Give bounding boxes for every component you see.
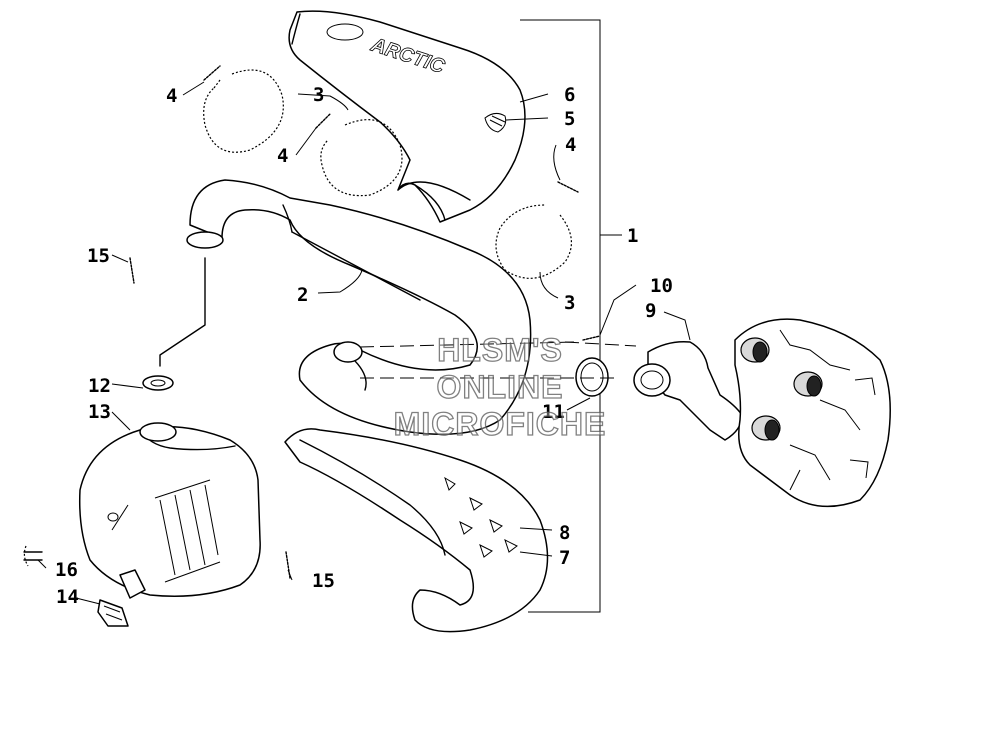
watermark-line-2: ONLINE [437, 369, 564, 405]
callout-9: 9 [645, 300, 656, 322]
callout-14: 14 [56, 586, 79, 608]
callout-6: 6 [564, 84, 575, 106]
spring-top-left [203, 65, 221, 81]
callout-15-top: 15 [87, 245, 110, 267]
callout-13: 13 [88, 401, 111, 423]
callout-4-top: 4 [166, 85, 177, 107]
assembly-bracket [520, 19, 622, 613]
clamp-ring-left [203, 69, 284, 153]
callout-5: 5 [564, 108, 575, 130]
spring-15-top [129, 257, 135, 284]
exhaust-manifold [633, 340, 743, 441]
gasket-ring [142, 375, 174, 391]
callout-15-bottom: 15 [312, 570, 335, 592]
clamp-ring-right [495, 204, 572, 279]
callouts: 1 2 3 3 4 4 4 5 6 7 8 9 10 11 12 13 14 1… [55, 84, 673, 608]
engine-block [734, 318, 891, 508]
callout-4-right: 4 [565, 134, 576, 156]
spring-16 [23, 545, 43, 567]
muffler-connector [159, 257, 206, 367]
callout-3-right: 3 [564, 292, 575, 314]
callout-10: 10 [650, 275, 673, 297]
callout-8: 8 [559, 522, 570, 544]
spring-right [557, 181, 579, 193]
watermark: HLSM'S ONLINE MICROFICHE [393, 331, 607, 442]
clamp-ring-middle [320, 119, 403, 197]
muffler [78, 422, 261, 599]
callout-7: 7 [559, 547, 570, 569]
lower-heat-shield [284, 428, 549, 633]
callout-4-middle: 4 [277, 145, 288, 167]
watermark-line-3: MICROFICHE [394, 406, 607, 442]
callout-11: 11 [542, 401, 565, 423]
callout-16: 16 [55, 559, 78, 581]
sealing-ring-11 [575, 357, 609, 397]
spring-middle [315, 113, 331, 129]
leader-lines [37, 81, 691, 605]
callout-2: 2 [297, 284, 308, 306]
drain-plug [97, 599, 129, 627]
exhaust-pipe [186, 179, 532, 436]
heat-shield: ARCTIC [288, 10, 526, 223]
callout-1: 1 [627, 225, 638, 247]
callout-3-top: 3 [313, 84, 324, 106]
spring-10 [582, 335, 601, 341]
callout-12: 12 [88, 375, 111, 397]
watermark-line-1: HLSM'S [437, 332, 563, 368]
